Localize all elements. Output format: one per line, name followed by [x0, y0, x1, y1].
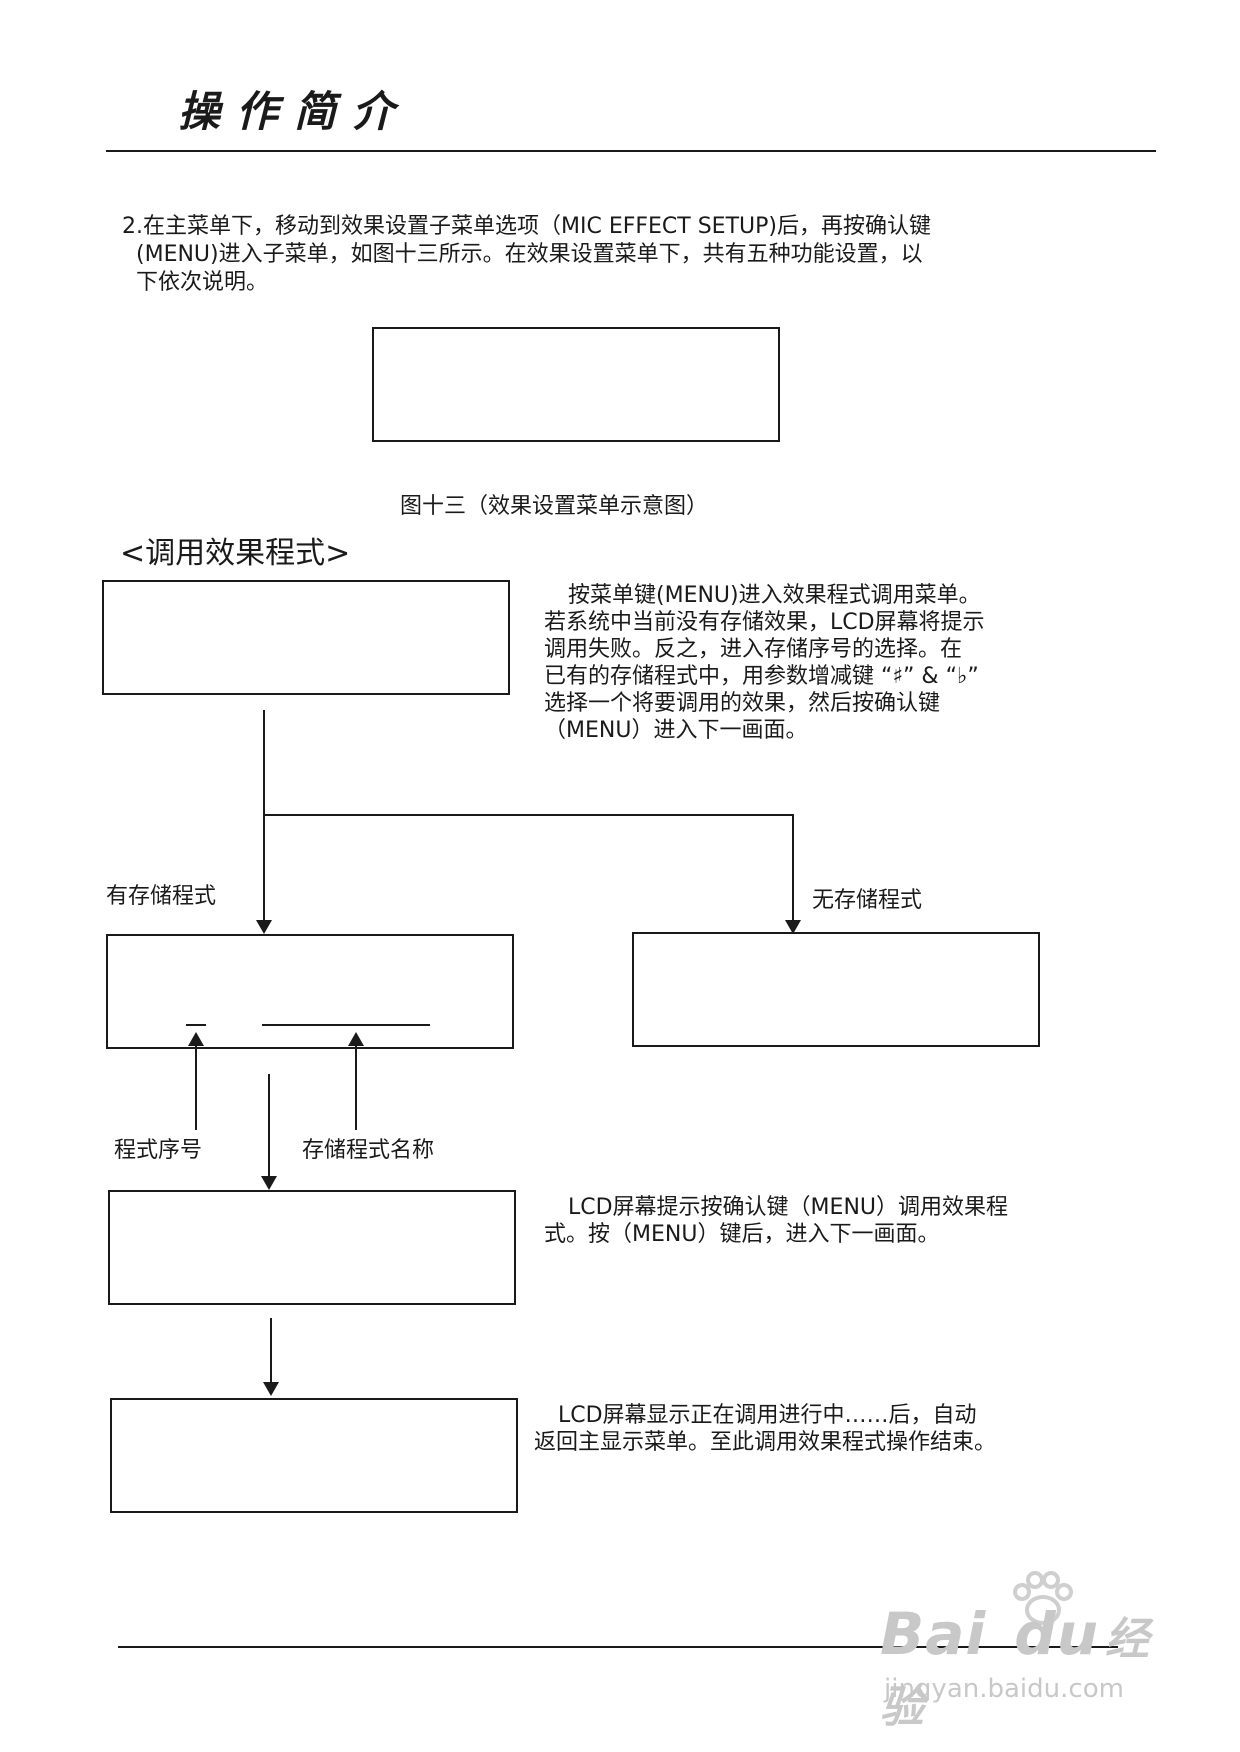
branch-label-no-stored: 无存储程式: [812, 888, 923, 913]
effect-setup-menu-lcd-box: [372, 327, 780, 442]
intro-line: 下依次说明。: [136, 270, 269, 295]
step4-note-line: LCD屏幕显示正在调用进行中……后，自动: [558, 1403, 977, 1428]
recall-menu-lcd-box: [102, 580, 510, 695]
watermark-brand-du: du: [1014, 1600, 1100, 1668]
label-stored-name: 存储程式名称: [302, 1138, 435, 1163]
arrow-down-icon: [256, 920, 272, 934]
flow-line-main: [263, 710, 265, 924]
flow-line-step3: [268, 1074, 270, 1180]
recall-progress-lcd-box: [110, 1398, 518, 1513]
arrow-down-icon: [263, 1382, 279, 1396]
flow-line-step4: [270, 1318, 272, 1386]
step1-note-line: 选择一个将要调用的效果，然后按确认键: [544, 691, 941, 716]
branch-label-has-stored: 有存储程式: [106, 884, 217, 909]
program-select-lcd-box: [106, 934, 514, 1049]
pointer-line-name: [355, 1044, 357, 1130]
watermark-url: jingyan.baidu.com: [884, 1674, 1124, 1704]
step3-note-line: LCD屏幕提示按确认键（MENU）调用效果程: [568, 1195, 1009, 1220]
arrow-down-icon: [785, 920, 801, 934]
page-title: 操作简介: [178, 87, 411, 136]
confirm-recall-lcd-box: [108, 1190, 516, 1305]
intro-line: 2.在主菜单下，移动到效果设置子菜单选项（MIC EFFECT SETUP)后，…: [122, 214, 931, 239]
paw-logo-icon: [1013, 1571, 1073, 1625]
step3-note-line: 式。按（MENU）键后，进入下一画面。: [544, 1222, 940, 1247]
step1-note: 按菜单键(MENU)进入效果程式调用菜单。 若系统中当前没有存储效果，LCD屏幕…: [544, 582, 1064, 744]
pointer-line-number: [195, 1044, 197, 1130]
watermark-brand-bai: Bai: [880, 1600, 987, 1668]
branch-connector: [264, 814, 794, 816]
program-number-underline: [186, 1024, 206, 1026]
intro-paragraph: 2.在主菜单下，移动到效果设置子菜单选项（MIC EFFECT SETUP)后，…: [122, 213, 1102, 297]
watermark-brand-jingyan: 经验: [880, 1614, 1151, 1733]
step1-note-line: 按菜单键(MENU)进入效果程式调用菜单。: [568, 583, 981, 608]
intro-line: (MENU)进入子菜单，如图十三所示。在效果设置菜单下，共有五种功能设置，以: [136, 242, 923, 267]
recall-failed-lcd-box: [632, 932, 1040, 1047]
arrow-up-icon: [348, 1032, 364, 1046]
arrow-down-icon: [261, 1176, 277, 1190]
step4-note-line: 返回主显示菜单。至此调用效果程式操作结束。: [534, 1430, 997, 1455]
arrow-up-icon: [188, 1032, 204, 1046]
step4-note: LCD屏幕显示正在调用进行中……后，自动 返回主显示菜单。至此调用效果程式操作结…: [534, 1402, 1114, 1456]
figure-caption: 图十三（效果设置菜单示意图）: [400, 494, 709, 519]
program-name-underline: [262, 1024, 430, 1026]
step1-note-line: 已有的存储程式中，用参数增减键 “♯” & “♭”: [544, 664, 979, 689]
flow-line-right: [792, 814, 794, 924]
step1-note-line: 调用失败。反之，进入存储序号的选择。在: [544, 637, 963, 662]
step3-note: LCD屏幕提示按确认键（MENU）调用效果程 式。按（MENU）键后，进入下一画…: [544, 1194, 1104, 1248]
footer-rule: [118, 1646, 1118, 1648]
step1-note-line: （MENU）进入下一画面。: [544, 718, 808, 743]
step1-note-line: 若系统中当前没有存储效果，LCD屏幕将提示: [544, 610, 985, 635]
header-rule: [106, 150, 1156, 152]
section-heading: <调用效果程式>: [120, 536, 351, 571]
label-program-number: 程式序号: [114, 1138, 203, 1163]
